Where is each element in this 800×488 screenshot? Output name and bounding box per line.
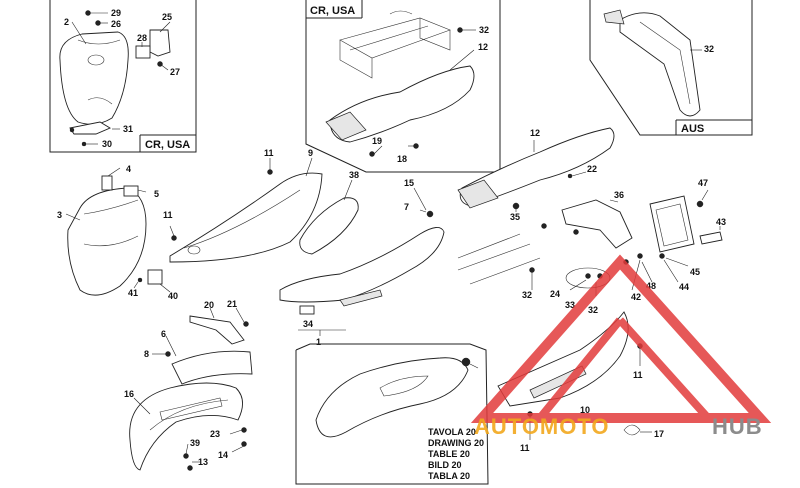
callout-11a: 11 xyxy=(163,210,173,220)
callout-11d: 11 xyxy=(520,443,530,453)
callout-8: 8 xyxy=(144,349,149,359)
callout-43: 43 xyxy=(716,217,726,227)
headlight-mask xyxy=(59,10,171,147)
drawing-table-fr: TABLE 20 xyxy=(428,449,470,459)
callout-48: 48 xyxy=(646,281,656,291)
callout-2: 2 xyxy=(64,17,69,27)
drawing-table-de: BILD 20 xyxy=(428,460,462,470)
callout-11c: 11 xyxy=(633,370,643,380)
callout-17: 17 xyxy=(654,429,664,439)
watermark-text: AUTOMOTO HUB xyxy=(474,414,763,439)
drawing-table-en: DRAWING 20 xyxy=(428,438,484,448)
callout-5: 5 xyxy=(154,189,159,199)
drawing-table-it: TAVOLA 20 xyxy=(428,427,476,437)
callout-19: 19 xyxy=(372,136,382,146)
panel-top-left: CR, USA xyxy=(49,0,197,153)
panel-top-right: AUS xyxy=(589,0,753,136)
callout-29: 29 xyxy=(111,8,121,18)
callout-41: 41 xyxy=(128,288,138,298)
callout-42: 42 xyxy=(631,292,641,302)
callout-3: 3 xyxy=(57,210,62,220)
callout-4: 4 xyxy=(126,164,131,174)
panel-top-left-label: CR, USA xyxy=(145,139,190,151)
drawing-table-es: TABLA 20 xyxy=(428,471,470,481)
panel-top-center-label: CR, USA xyxy=(310,5,355,17)
callout-18: 18 xyxy=(397,154,407,164)
watermark-triangle-icon xyxy=(470,254,772,423)
callout-23: 23 xyxy=(210,429,220,439)
callout-33: 33 xyxy=(565,300,575,310)
callout-22: 22 xyxy=(587,164,597,174)
callout-47: 47 xyxy=(698,178,708,188)
callout-35: 35 xyxy=(510,212,520,222)
callout-1: 1 xyxy=(316,337,321,347)
callout-13: 13 xyxy=(198,457,208,467)
callout-26: 26 xyxy=(111,19,121,29)
callout-24: 24 xyxy=(550,289,560,299)
callout-6: 6 xyxy=(161,329,166,339)
watermark-text-hub: HUB xyxy=(712,414,763,439)
callout-10: 10 xyxy=(580,405,590,415)
callout-45: 45 xyxy=(690,267,700,277)
watermark-text-auto: AUTOMOTO xyxy=(474,414,610,439)
callout-15: 15 xyxy=(404,178,414,188)
callout-38: 38 xyxy=(349,170,359,180)
callout-7: 7 xyxy=(404,202,409,212)
callout-12a: 12 xyxy=(478,42,488,52)
callout-28: 28 xyxy=(137,33,147,43)
panel-bottom-center xyxy=(295,343,489,485)
callout-32b: 32 xyxy=(704,44,714,54)
callout-34: 34 xyxy=(303,319,313,329)
callout-9: 9 xyxy=(308,148,313,158)
front-panel-assembly xyxy=(65,167,177,296)
rear-seat-assembly xyxy=(457,127,723,296)
callout-32c: 32 xyxy=(522,290,532,300)
callout-20: 20 xyxy=(204,300,214,310)
callout-32a: 32 xyxy=(479,25,489,35)
callout-14: 14 xyxy=(218,450,228,460)
callout-44: 44 xyxy=(679,282,689,292)
callout-32d: 32 xyxy=(588,305,598,315)
callout-39: 39 xyxy=(190,438,200,448)
callout-25: 25 xyxy=(162,12,172,22)
side-panels xyxy=(169,157,445,336)
callout-21: 21 xyxy=(227,299,237,309)
callout-16: 16 xyxy=(124,389,134,399)
callout-31: 31 xyxy=(123,124,133,134)
front-fender-assembly xyxy=(129,307,253,471)
callout-12b: 12 xyxy=(530,128,540,138)
callout-40: 40 xyxy=(168,291,178,301)
watermark-logo xyxy=(470,254,772,423)
panel-top-right-label: AUS xyxy=(681,123,704,135)
panel-top-center: CR, USA xyxy=(305,0,501,173)
callout-11b: 11 xyxy=(264,148,274,158)
callout-36: 36 xyxy=(614,190,624,200)
callout-30: 30 xyxy=(102,139,112,149)
callout-27: 27 xyxy=(170,67,180,77)
